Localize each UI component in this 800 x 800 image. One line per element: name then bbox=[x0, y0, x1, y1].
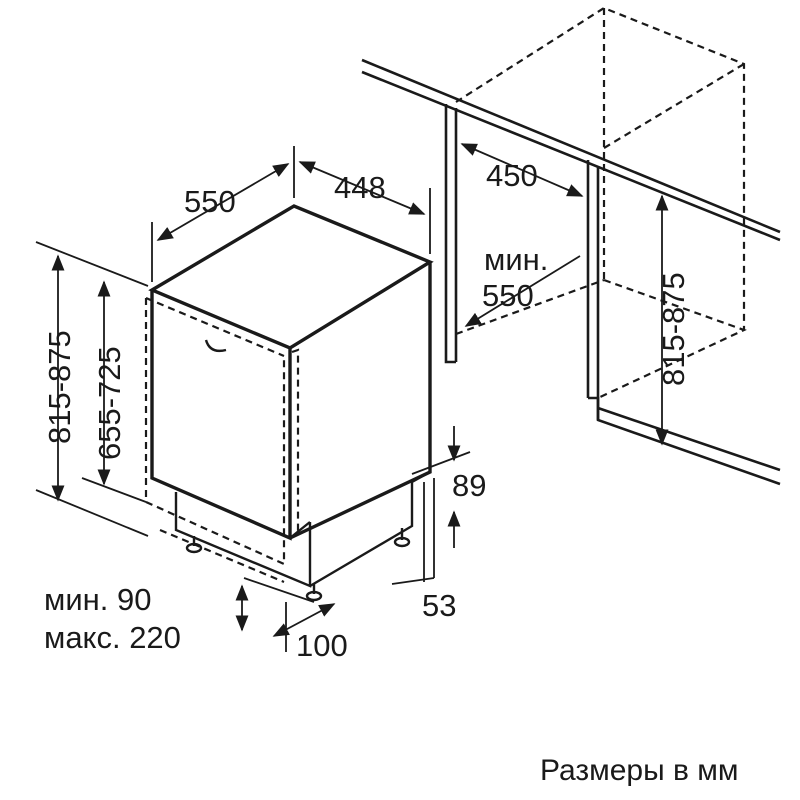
dimension-lines bbox=[35, 143, 669, 652]
label-niche-height: 815-875 bbox=[656, 272, 691, 386]
countertop-line-lower bbox=[361, 70, 781, 242]
floor-line-right bbox=[597, 406, 781, 472]
niche-left-floor bbox=[444, 340, 456, 364]
door-panel bbox=[144, 298, 286, 566]
label-niche-depth-value: 550 bbox=[482, 278, 534, 313]
door-handle bbox=[204, 339, 227, 353]
label-niche-width: 450 bbox=[486, 158, 538, 193]
label-door-height: 655-725 bbox=[92, 346, 127, 460]
door-panel-right bbox=[291, 348, 300, 534]
plinth-dash bbox=[159, 528, 285, 584]
dashed-cabinet-top bbox=[455, 6, 746, 330]
label-unit-height: 815-875 bbox=[42, 330, 77, 444]
label-foot-min: мин. 90 bbox=[44, 582, 151, 617]
cabinet-plinth bbox=[588, 396, 781, 486]
dashed-cabinet-floor bbox=[597, 278, 747, 399]
base-side bbox=[309, 470, 431, 588]
label-plinth-height: 89 bbox=[452, 468, 486, 503]
niche-drawing bbox=[361, 6, 781, 486]
dishwasher-top bbox=[148, 204, 434, 350]
door-panel-edge bbox=[145, 296, 285, 358]
label-foot-max: макс. 220 bbox=[44, 620, 181, 655]
caption-units: Размеры в мм bbox=[540, 754, 739, 787]
label-niche-depth-prefix: мин. bbox=[484, 242, 548, 277]
dishwasher-front bbox=[150, 290, 292, 541]
label-plinth-depth: 100 bbox=[296, 628, 348, 663]
countertop-line bbox=[361, 58, 781, 234]
label-depth-top: 550 bbox=[184, 184, 236, 219]
base-back bbox=[289, 521, 311, 539]
dashed-cabinet-front bbox=[603, 63, 745, 149]
label-plinth-gap: 53 bbox=[422, 588, 456, 623]
label-width-top: 448 bbox=[334, 170, 386, 205]
dishwasher-drawing bbox=[144, 204, 434, 602]
base-front bbox=[174, 492, 312, 588]
